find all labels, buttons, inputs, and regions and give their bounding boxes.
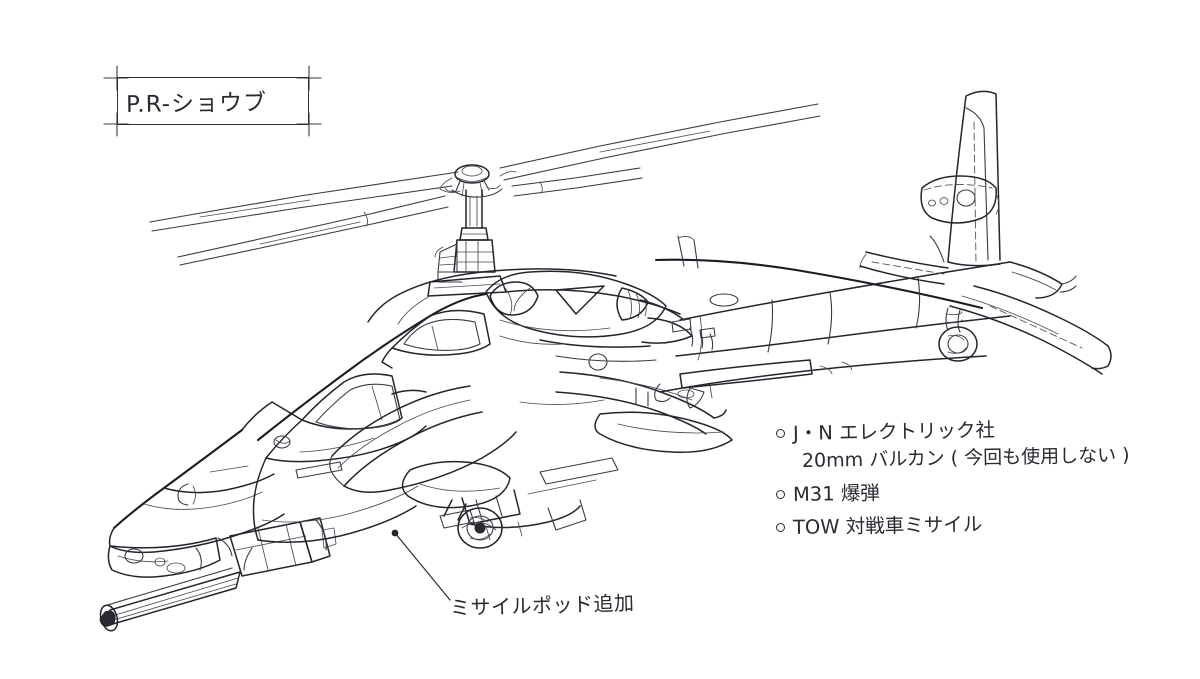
missile-pod: [401, 457, 619, 541]
bullet-icon: [776, 523, 785, 532]
missile-pod-callout-label: ミサイルポッド追加: [449, 590, 635, 620]
callout-leader: [391, 529, 451, 601]
engine-nacelle: [485, 270, 667, 338]
vertical-fin: [929, 90, 1001, 267]
stub-wing-left: [329, 385, 517, 493]
spec-main-label: M31 爆弾: [792, 480, 881, 506]
fuselage-upper-deck: [367, 268, 681, 325]
nose: [108, 428, 291, 554]
title-label: P.R-ショウブ: [125, 90, 268, 118]
engine-exhaust-fairing: [639, 299, 714, 351]
horizontal-stabilizer: [859, 251, 1112, 375]
title-box: [117, 77, 309, 125]
spec-sub-label: 20mm バルカン ( 今回も使用しない ): [801, 443, 1130, 472]
spec-item: TOW 対戦車ミサイル: [776, 512, 1196, 539]
spec-item: M31 爆弾: [776, 480, 1196, 506]
main-landing-gear: [439, 499, 503, 549]
rotor-mast: [427, 189, 507, 297]
spec-main-label: J・N エレクトリック社: [792, 418, 996, 445]
tail-wheel: [938, 307, 978, 362]
vulcan-cannon: [99, 517, 337, 632]
main-rotor-blades: [149, 103, 821, 266]
mid-body-panels: [499, 318, 692, 405]
spec-main-label: TOW 対戦車ミサイル: [792, 512, 983, 539]
forward-lower-fuselage: [209, 457, 419, 543]
tail-rotor-housing: [920, 175, 1000, 224]
spec-item: J・N エレクトリック社 20mm バルカン ( 今回も使用しない ): [776, 418, 1196, 472]
tail-boom: [654, 235, 1011, 409]
bullet-icon: [776, 429, 785, 438]
spec-annotation-list: J・N エレクトリック社 20mm バルカン ( 今回も使用しない ) M31 …: [776, 418, 1196, 552]
cockpit-canopy: [241, 292, 491, 463]
bullet-icon: [776, 489, 785, 499]
chin-turret: [107, 537, 233, 578]
